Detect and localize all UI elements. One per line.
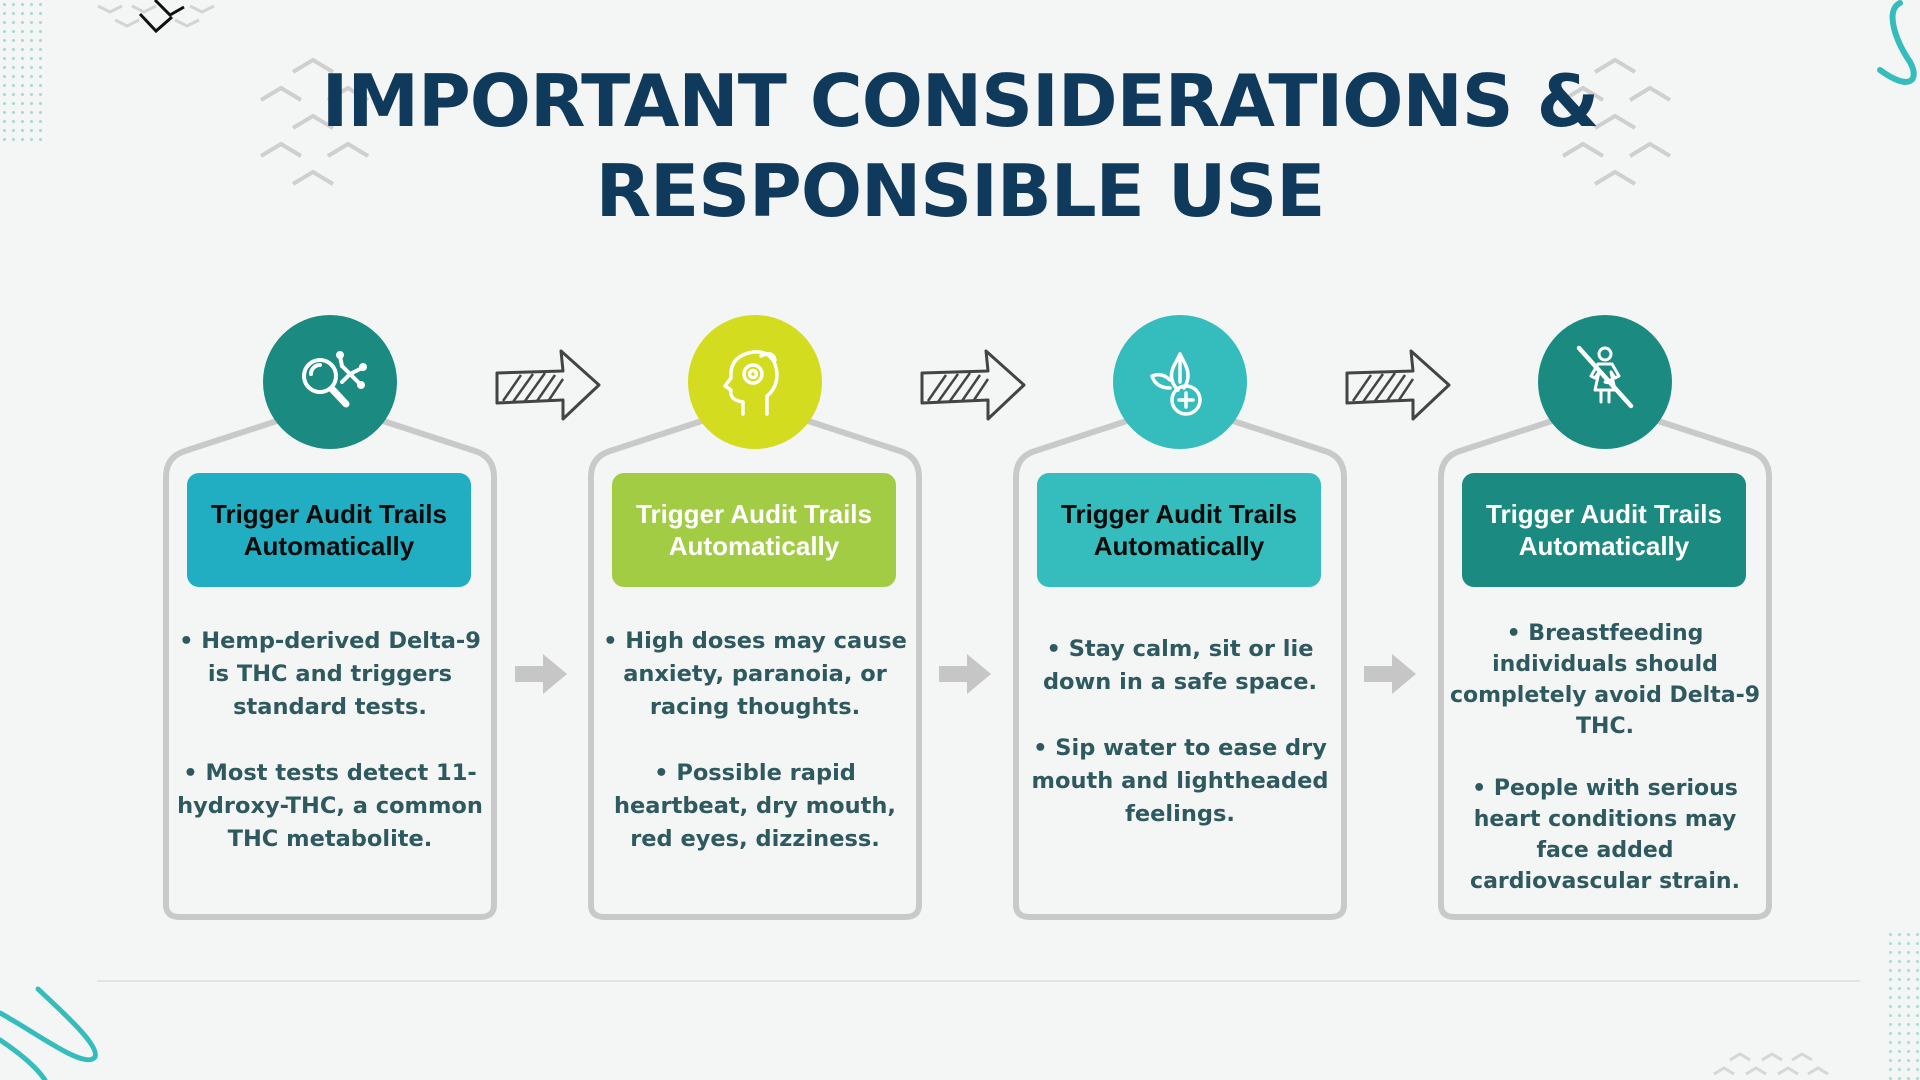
consideration-card-3: Trigger Audit Trails Automatically • Sta…: [1013, 315, 1347, 920]
card-body: • Stay calm, sit or lie down in a safe s…: [1023, 633, 1337, 864]
consideration-card-1: Trigger Audit Trails Automatically • Hem…: [163, 315, 497, 920]
arrow-right-icon: [515, 654, 567, 694]
bullet-text: • Stay calm, sit or lie down in a safe s…: [1042, 636, 1318, 695]
title-line-2: RESPONSIBLE USE: [595, 149, 1326, 233]
card-header: Trigger Audit Trails Automatically: [612, 473, 896, 587]
swirl-decoration: [0, 986, 98, 1080]
bullet-text: • Most tests detect 11-hydroxy-THC, a co…: [177, 760, 483, 852]
card-outline: [1013, 416, 1347, 920]
bullet-text: • People with serious heart conditions m…: [1470, 776, 1740, 894]
card-outline: [1438, 416, 1772, 920]
chevron-pattern-decoration: [1713, 1052, 1829, 1076]
sketch-arrow-icon: [495, 349, 601, 421]
card-header: Trigger Audit Trails Automatically: [1037, 473, 1321, 587]
magnifier-molecule-icon: [263, 315, 397, 449]
card-outline: [163, 416, 497, 920]
card-header: Trigger Audit Trails Automatically: [187, 473, 471, 587]
head-mind-icon: [688, 315, 822, 449]
bullet-text: • Sip water to ease dry mouth and lighth…: [1031, 735, 1329, 827]
bullet-text: • Breastfeeding individuals should compl…: [1449, 621, 1761, 739]
leaf-plus-icon: [1113, 315, 1247, 449]
card-header: Trigger Audit Trails Automatically: [1462, 473, 1746, 587]
dot-pattern-decoration: [1886, 930, 1920, 1080]
sketch-arrow-icon: [1345, 349, 1451, 421]
bullet-text: • High doses may cause anxiety, paranoia…: [603, 628, 907, 720]
bullet-text: • Possible rapid heartbeat, dry mouth, r…: [614, 760, 896, 852]
sketch-arrow-icon: [920, 349, 1026, 421]
arrow-right-icon: [939, 654, 991, 694]
arrow-right-icon: [1364, 654, 1416, 694]
footer-divider: [97, 980, 1860, 982]
no-breastfeeding-icon: [1538, 315, 1672, 449]
bullet-text: • Hemp-derived Delta-9 is THC and trigge…: [179, 628, 481, 720]
card-body: • Breastfeeding individuals should compl…: [1448, 618, 1762, 930]
card-body: • High doses may cause anxiety, paranoia…: [598, 625, 912, 889]
consideration-card-4: Trigger Audit Trails Automatically • Bre…: [1438, 315, 1772, 920]
consideration-card-2: Trigger Audit Trails Automatically • Hig…: [588, 315, 922, 920]
title-line-1: IMPORTANT CONSIDERATIONS &: [321, 59, 1600, 143]
card-body: • Hemp-derived Delta-9 is THC and trigge…: [173, 625, 487, 889]
page-title: IMPORTANT CONSIDERATIONS & RESPONSIBLE U…: [0, 56, 1920, 236]
chevron-pattern-decoration: [97, 0, 215, 34]
card-outline: [588, 416, 922, 920]
